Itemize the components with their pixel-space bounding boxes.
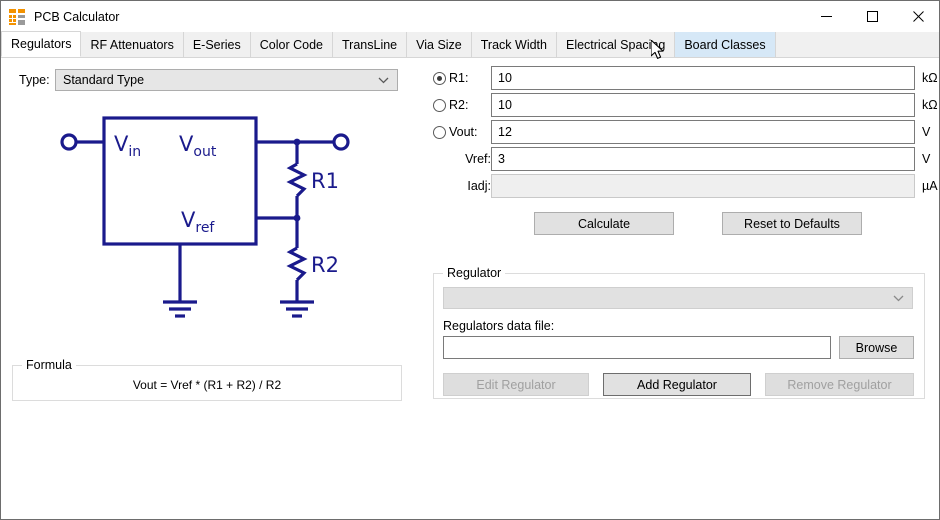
tab-label: Regulators: [11, 37, 72, 51]
tab-label: Track Width: [480, 37, 547, 52]
tab-label: Board Classes: [684, 37, 766, 52]
formula-text: Vout = Vref * (R1 + R2) / R2: [132, 378, 282, 392]
input-vout[interactable]: 12: [491, 120, 915, 144]
window-title: PCB Calculator: [34, 9, 120, 24]
regulator-group: Regulator Regulators data file: Browse E…: [433, 266, 925, 399]
tab-rf-attenuators[interactable]: RF Attenuators: [81, 32, 184, 57]
regulator-dropdown[interactable]: [443, 287, 913, 309]
radio-vout[interactable]: [433, 125, 446, 139]
unit-vref: V: [922, 152, 931, 166]
regulators-panel: Type: Standard Type: [1, 58, 939, 519]
reset-to-defaults-button[interactable]: Reset to Defaults: [722, 212, 862, 235]
label-vout: Vout:: [449, 125, 478, 139]
svg-text:Vout: Vout: [179, 132, 217, 160]
svg-text:Vref: Vref: [181, 208, 215, 236]
label-r2: R2:: [449, 98, 469, 112]
type-dropdown-value: Standard Type: [63, 73, 145, 87]
tab-via-size[interactable]: Via Size: [407, 32, 472, 57]
tab-label: Via Size: [416, 37, 462, 52]
field-row-r2: R2: 10 kΩ: [433, 93, 938, 117]
title-bar: PCB Calculator: [1, 1, 939, 32]
label-r1: R1:: [449, 71, 469, 85]
tab-strip: Regulators RF Attenuators E-Series Color…: [1, 31, 939, 58]
field-row-iadj: Iadj: µA: [433, 174, 938, 198]
window-controls: [803, 1, 939, 32]
regulators-data-file-label: Regulators data file:: [443, 319, 555, 333]
minimize-button[interactable]: [803, 1, 849, 32]
svg-text:R1: R1: [311, 169, 339, 193]
unit-iadj: µA: [922, 179, 938, 193]
radio-r2[interactable]: [433, 98, 446, 112]
field-row-r1: R1: 10 kΩ: [433, 66, 938, 90]
input-vref[interactable]: 3: [491, 147, 915, 171]
tab-transline[interactable]: TransLine: [333, 32, 408, 57]
tab-electrical-spacing[interactable]: Electrical Spacing: [556, 32, 676, 57]
maximize-button[interactable]: [849, 1, 895, 32]
field-row-vout: Vout: 12 V: [433, 120, 930, 144]
chevron-down-icon: [893, 291, 904, 305]
field-row-vref: Vref: 3 V: [433, 147, 930, 171]
input-iadj: [491, 174, 915, 198]
tab-regulators[interactable]: Regulators: [1, 31, 82, 57]
regulator-group-title: Regulator: [443, 266, 506, 280]
input-r2[interactable]: 10: [491, 93, 915, 117]
tab-board-classes[interactable]: Board Classes: [675, 32, 776, 57]
label-vref: Vref:: [465, 152, 491, 166]
svg-text:R2: R2: [311, 253, 339, 277]
radio-r1[interactable]: [433, 71, 446, 85]
tab-label: Electrical Spacing: [565, 37, 666, 52]
chevron-down-icon: [378, 73, 389, 87]
tab-color-code[interactable]: Color Code: [250, 32, 333, 57]
tab-label: E-Series: [192, 37, 241, 52]
browse-button[interactable]: Browse: [839, 336, 914, 359]
add-regulator-button[interactable]: Add Regulator: [603, 373, 751, 396]
close-button[interactable]: [895, 1, 939, 32]
regulator-schematic: Vin Vout Vref R1 R2: [41, 106, 371, 339]
type-label: Type:: [19, 73, 50, 87]
calculate-button[interactable]: Calculate: [534, 212, 674, 235]
tab-label: RF Attenuators: [90, 37, 174, 52]
edit-regulator-button: Edit Regulator: [443, 373, 589, 396]
remove-regulator-button: Remove Regulator: [765, 373, 914, 396]
type-row: Type: Standard Type: [19, 69, 398, 91]
unit-r1: kΩ: [922, 71, 938, 85]
formula-group: Formula Vout = Vref * (R1 + R2) / R2: [12, 358, 402, 401]
tab-label: TransLine: [342, 37, 398, 52]
unit-r2: kΩ: [922, 98, 938, 112]
tab-label: Color Code: [259, 37, 323, 52]
label-iadj: Iadj:: [467, 179, 491, 193]
unit-vout: V: [922, 125, 931, 139]
regulators-data-file-input[interactable]: [443, 336, 831, 359]
calculator-icon: [9, 8, 25, 25]
tab-track-width[interactable]: Track Width: [471, 32, 557, 57]
formula-group-title: Formula: [22, 358, 76, 372]
tab-e-series[interactable]: E-Series: [183, 32, 251, 57]
input-r1[interactable]: 10: [491, 66, 915, 90]
type-dropdown[interactable]: Standard Type: [55, 69, 398, 91]
svg-text:Vin: Vin: [114, 132, 141, 160]
